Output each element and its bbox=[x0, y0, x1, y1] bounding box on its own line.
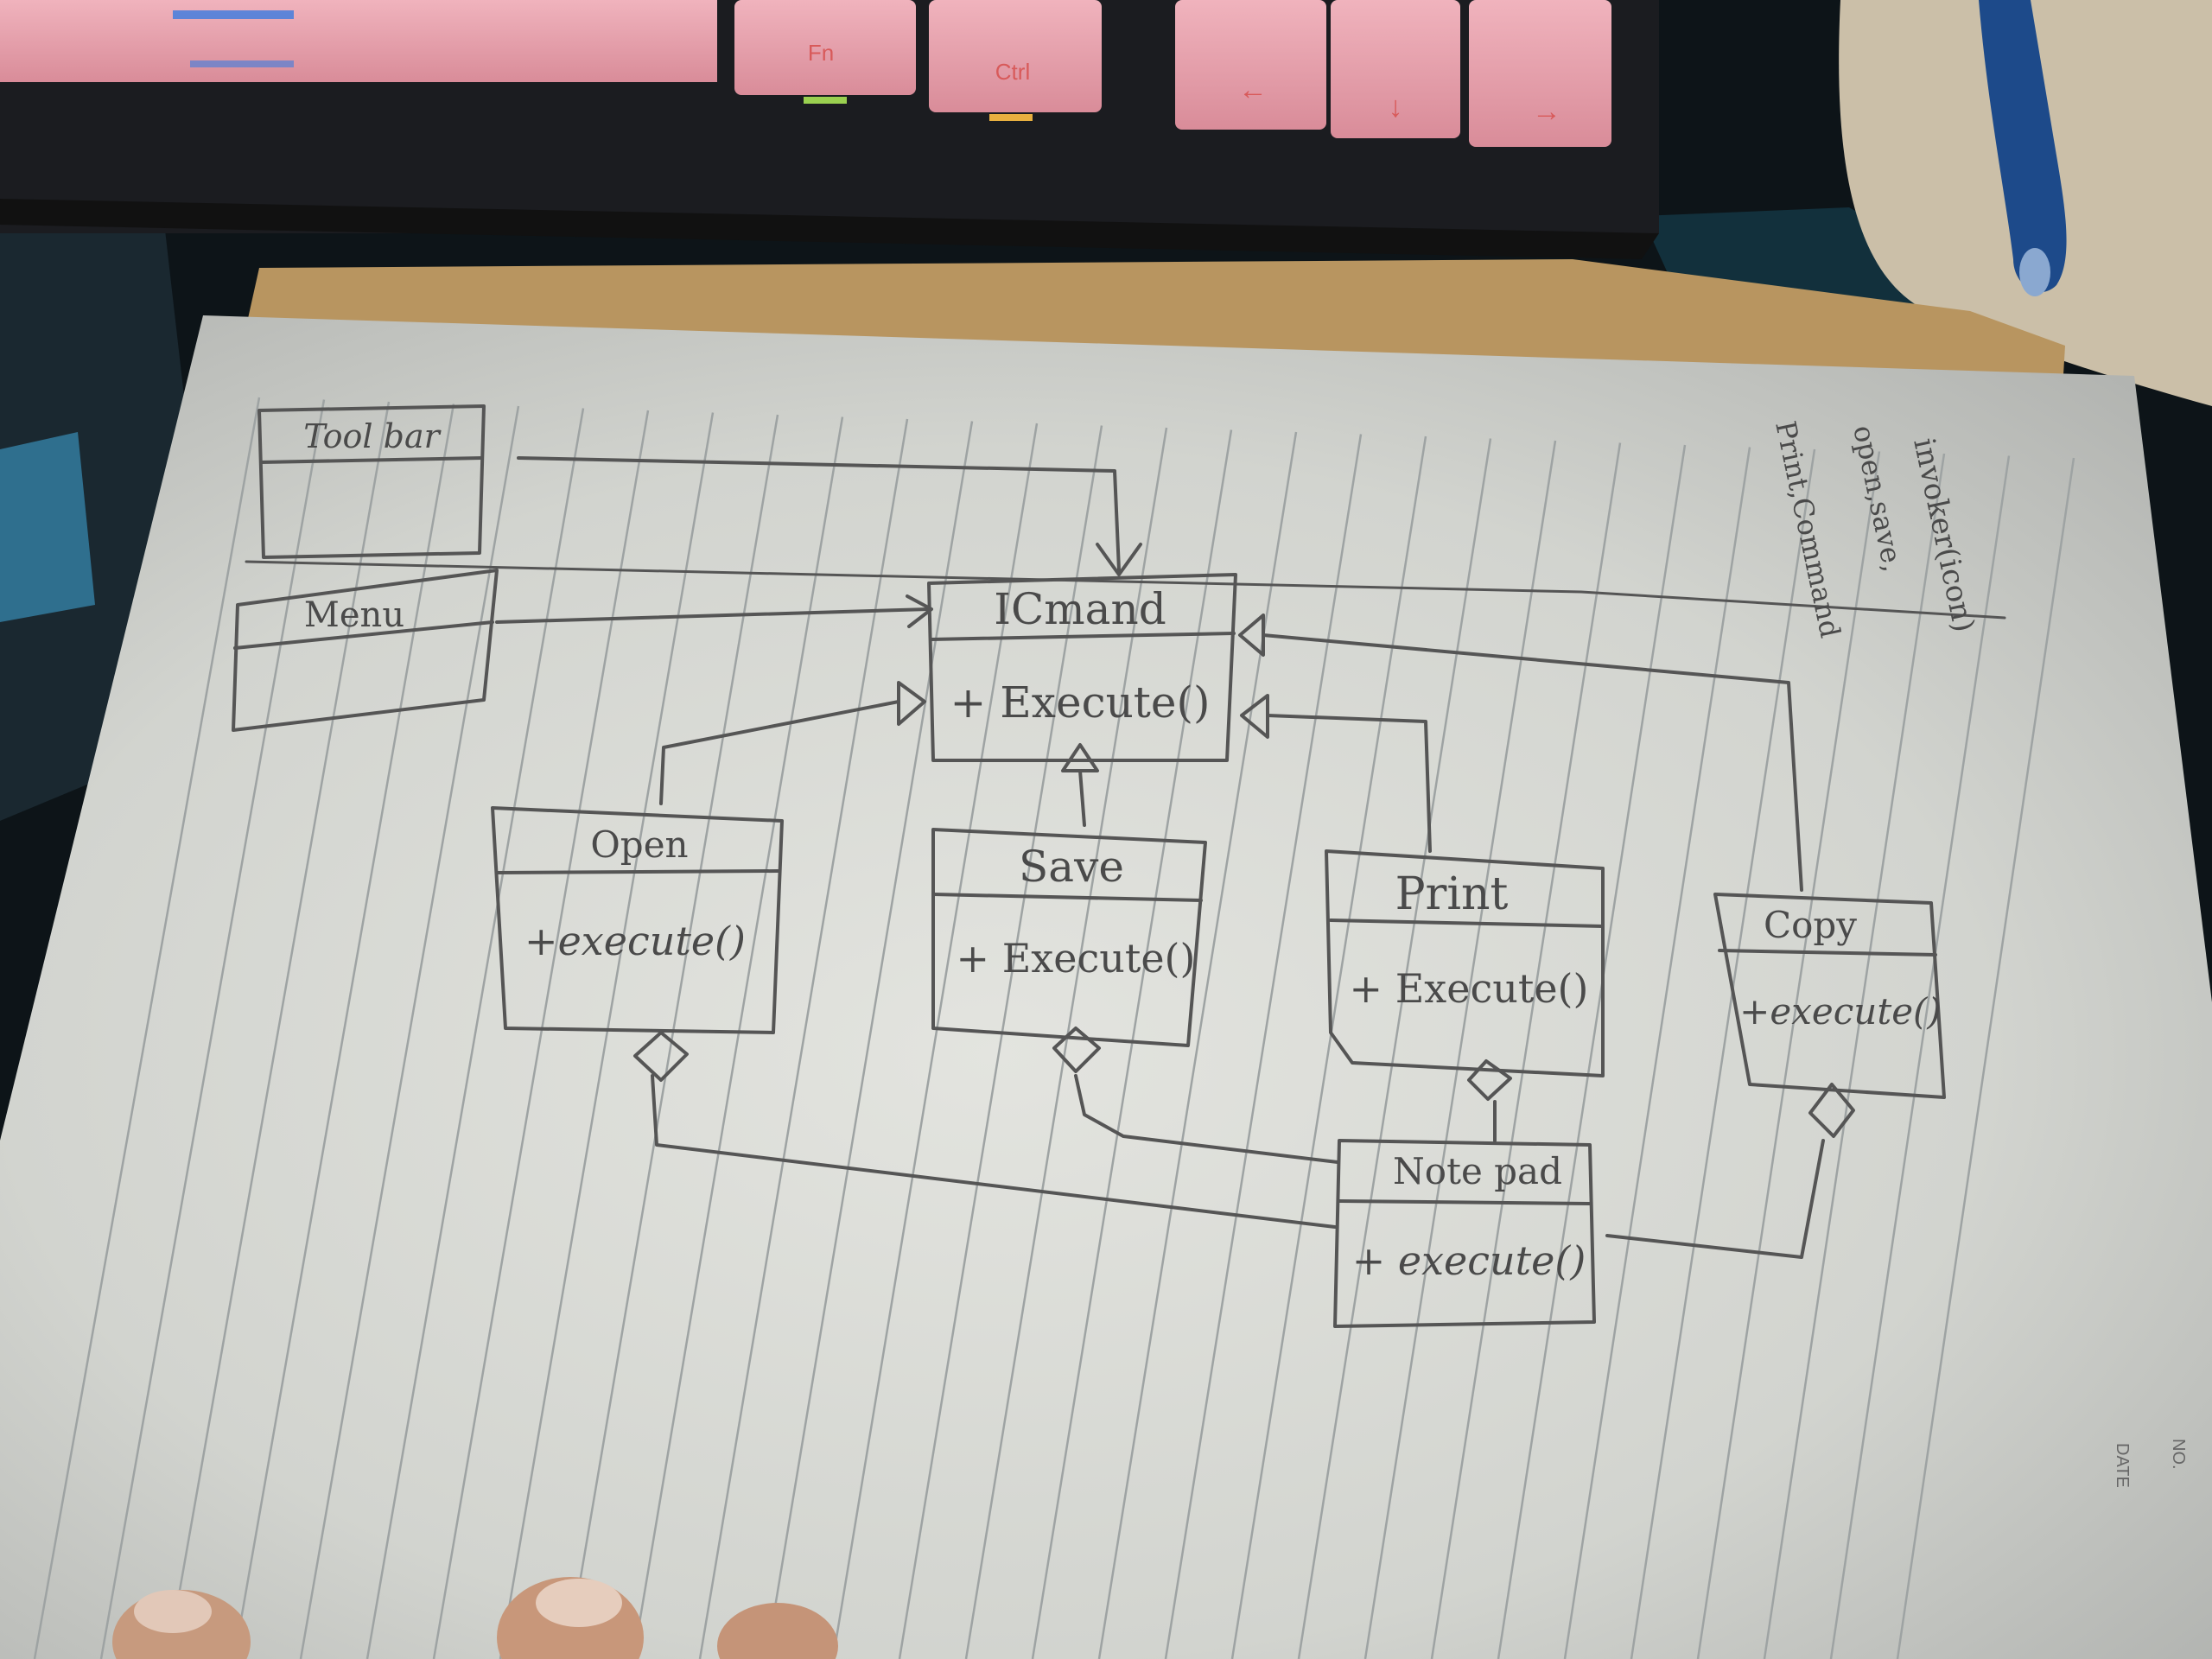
notepad-title: Note pad bbox=[1393, 1150, 1562, 1192]
ruled-line bbox=[499, 412, 715, 1659]
ruled-line bbox=[365, 408, 585, 1659]
left-arrow-key-label: ← bbox=[1238, 73, 1268, 106]
ruled-line bbox=[964, 427, 1168, 1659]
keyboard: Fn Ctrl ← ↓ → bbox=[0, 0, 1659, 259]
print-inherits-icommand bbox=[1240, 694, 1432, 853]
ctrl-key-label: Ctrl bbox=[995, 59, 1030, 85]
toolbar-title: Tool bar bbox=[303, 417, 442, 455]
fn-key[interactable]: Fn bbox=[734, 0, 916, 104]
down-arrow-key[interactable]: ↓ bbox=[1331, 0, 1460, 138]
ruled-line bbox=[1696, 451, 1881, 1659]
ruled-line bbox=[1230, 435, 1427, 1659]
notepad-method: + execute() bbox=[1352, 1237, 1586, 1284]
save-inherits-icommand bbox=[1061, 743, 1099, 827]
notepad-class-box bbox=[1333, 1139, 1596, 1328]
copy-method: +execute() bbox=[1739, 990, 1942, 1033]
ruled-line bbox=[698, 418, 909, 1659]
open-method: +execute() bbox=[524, 918, 746, 964]
notebook-page: NO. DATE bbox=[0, 259, 2212, 1659]
ruled-line bbox=[1563, 447, 1751, 1659]
ruled-line bbox=[632, 416, 844, 1659]
ctrl-key[interactable]: Ctrl bbox=[929, 0, 1102, 121]
ruled-line bbox=[1164, 434, 1363, 1659]
open-title: Open bbox=[590, 823, 688, 866]
ruled-line bbox=[1363, 440, 1557, 1659]
save-class-box bbox=[931, 828, 1207, 1047]
ruled-line bbox=[33, 397, 261, 1659]
ruled-line bbox=[99, 399, 326, 1659]
right-arrow-key-label: → bbox=[1532, 95, 1561, 128]
icommand-title: ICmand bbox=[994, 584, 1166, 634]
left-arrow-key[interactable]: ← bbox=[1175, 0, 1326, 130]
ruled-lines bbox=[33, 397, 2075, 1659]
menu-title: Menu bbox=[304, 595, 404, 635]
notepad-aggregates-open bbox=[633, 1031, 1337, 1229]
copy-inherits-icommand bbox=[1238, 613, 1803, 892]
down-arrow-key-label: ↓ bbox=[1389, 91, 1403, 124]
print-title: Print bbox=[1395, 868, 1509, 920]
icommand-interface-box bbox=[927, 573, 1237, 762]
fn-key-label: Fn bbox=[808, 40, 834, 66]
save-title: Save bbox=[1019, 842, 1124, 892]
ruled-line bbox=[1630, 448, 1816, 1659]
margin-no-label: NO. bbox=[2169, 1439, 2188, 1470]
fingers bbox=[112, 1577, 838, 1659]
icommand-method: + Execute() bbox=[950, 677, 1211, 728]
ruled-line bbox=[898, 425, 1103, 1659]
notepad-aggregates-copy bbox=[1605, 1083, 1855, 1259]
ruled-line bbox=[1896, 457, 2075, 1659]
ruled-line bbox=[765, 421, 974, 1659]
notepad-aggregates-print bbox=[1467, 1059, 1512, 1142]
toolbar-class-box bbox=[257, 404, 486, 559]
ruled-line bbox=[1763, 453, 1946, 1659]
save-method: + Execute() bbox=[957, 935, 1196, 982]
open-inherits-icommand bbox=[659, 681, 926, 805]
ruled-line bbox=[1297, 438, 1492, 1659]
print-method: + Execute() bbox=[1350, 965, 1589, 1012]
right-arrow-key[interactable]: → bbox=[1469, 0, 1611, 147]
ruled-line bbox=[1430, 442, 1622, 1659]
copy-class-box bbox=[1713, 893, 1946, 1099]
uml-diagram bbox=[232, 404, 2006, 1328]
top-separator-line bbox=[245, 560, 2006, 620]
uml-labels: Tool bar Menu ICmand + Execute() Open +e… bbox=[303, 417, 1942, 1284]
ruled-line bbox=[299, 405, 520, 1659]
ruled-line bbox=[565, 414, 779, 1659]
ruled-line bbox=[1829, 455, 2011, 1659]
ruled-line bbox=[232, 404, 455, 1659]
open-class-box bbox=[491, 806, 784, 1034]
toolbar-to-icommand-association bbox=[517, 456, 1142, 576]
ruled-line bbox=[1497, 444, 1687, 1659]
copy-title: Copy bbox=[1764, 904, 1857, 946]
notepad-aggregates-save bbox=[1052, 1027, 1339, 1164]
ruled-line bbox=[166, 401, 391, 1659]
menu-class-box bbox=[232, 569, 499, 732]
mouse-pad bbox=[1839, 0, 2212, 406]
margin-date-label: DATE bbox=[2113, 1443, 2132, 1488]
menu-to-icommand-association bbox=[495, 594, 933, 628]
ruled-line bbox=[831, 423, 1039, 1659]
